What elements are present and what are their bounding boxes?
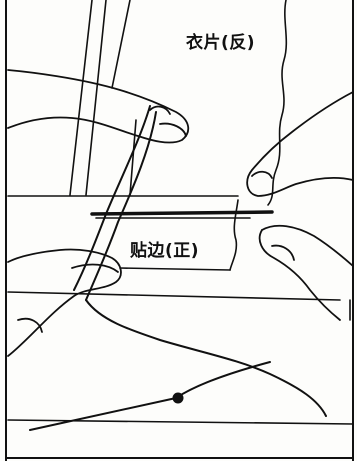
page-border [5, 0, 354, 461]
facing-label: 贴边(正) [130, 241, 200, 261]
stitch-line [90, 210, 274, 216]
right-hand-lower [258, 224, 354, 321]
needle [29, 392, 184, 431]
fabric-piece-label: 衣片(反) [186, 33, 256, 53]
left-hand-lower [7, 248, 122, 357]
right-hand-upper [246, 91, 354, 197]
thread [73, 105, 327, 417]
left-hand-upper [7, 69, 190, 144]
fabric-piece [7, 0, 288, 206]
